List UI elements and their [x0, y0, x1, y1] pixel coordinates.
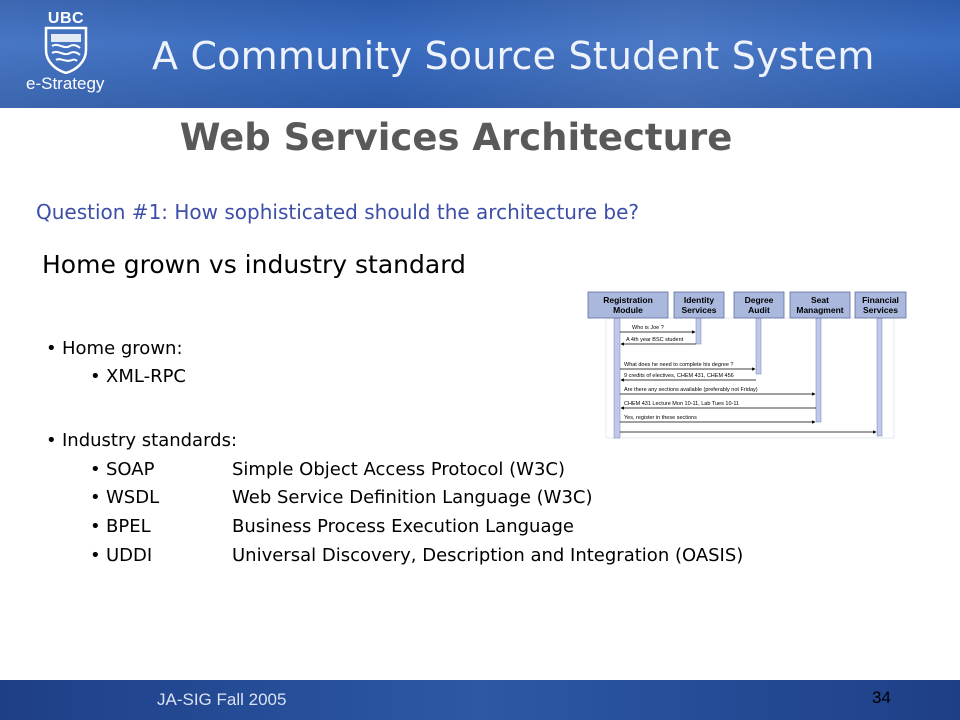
standard-desc: Universal Discovery, Description and Int…: [232, 545, 744, 566]
actor-seat: Seat Managment: [789, 291, 851, 319]
message-3: What does he need to complete his degree…: [620, 362, 756, 371]
message-label: Who is Joe ?: [632, 325, 664, 331]
actor-label: Module: [613, 305, 643, 315]
bullet-industry-standards: •Industry standards:: [46, 430, 237, 451]
bullet-label: XML-RPC: [106, 366, 186, 387]
lifeline-seat: [815, 317, 822, 423]
message-7: Yes, register in these sections: [620, 415, 816, 424]
banner-shine: [0, 0, 960, 108]
message-5: Are there any sections available (prefer…: [620, 387, 816, 396]
message-label: What does he need to complete his degree…: [624, 362, 733, 368]
ubc-logo: UBC e-Strategy: [22, 6, 112, 102]
bullet-dot: •: [90, 459, 101, 480]
lifeline-registration: [613, 317, 621, 439]
message-label: A 4th year BSC student: [626, 337, 684, 343]
standard-row-wsdl: •WSDL Web Service Definition Language (W3…: [90, 487, 593, 508]
lifeline-identity: [695, 317, 702, 345]
standard-abbr: BPEL: [106, 516, 151, 537]
shield-icon: [44, 26, 88, 74]
message-6: CHEM 431 Lecture Mon 10-11, Lab Tues 10-…: [620, 401, 816, 410]
standard-row-bpel: •BPEL Business Process Execution Language: [90, 516, 574, 537]
logo-text: UBC: [47, 10, 85, 27]
banner-title: A Community Source Student System: [152, 34, 875, 78]
actor-degree: Degree Audit: [733, 291, 785, 319]
bullet-dot: •: [90, 545, 101, 566]
actor-label: Identity: [684, 295, 714, 305]
standard-desc: Web Service Definition Language (W3C): [232, 487, 593, 508]
standard-desc: Business Process Execution Language: [232, 516, 574, 537]
bullet-dot: •: [90, 487, 101, 508]
sequence-diagram: Registration Module Identity Services De…: [587, 291, 907, 439]
message-label: CHEM 431 Lecture Mon 10-11, Lab Tues 10-…: [624, 401, 739, 407]
footer-bar: JA-SIG Fall 2005: [0, 680, 960, 720]
subheading: Home grown vs industry standard: [42, 250, 466, 279]
bullet-xml-rpc: •XML-RPC: [90, 366, 186, 387]
bullet-dot: •: [46, 430, 57, 451]
standard-row-uddi: •UDDI Universal Discovery, Description an…: [90, 545, 743, 566]
actor-label: Services: [863, 305, 898, 315]
actor-label: Degree: [745, 295, 774, 305]
standard-row-soap: •SOAP Simple Object Access Protocol (W3C): [90, 459, 565, 480]
bullet-dot: •: [90, 366, 101, 387]
header-banner: UBC e-Strategy A Community Source Studen…: [0, 0, 960, 108]
actor-identity: Identity Services: [673, 291, 725, 319]
bullet-home-grown: •Home grown:: [46, 338, 183, 359]
message-1: Who is Joe ?: [620, 325, 696, 334]
footer-event: JA-SIG Fall 2005: [157, 690, 287, 709]
actor-label: Seat: [811, 295, 829, 305]
bullet-dot: •: [46, 338, 57, 359]
message-2: A 4th year BSC student: [620, 337, 696, 346]
standard-abbr: WSDL: [106, 487, 160, 508]
actor-registration: Registration Module: [587, 291, 669, 319]
slide-title: Web Services Architecture: [179, 116, 733, 159]
page-number: 34: [872, 688, 891, 707]
actor-label: Audit: [748, 305, 770, 315]
actor-label: Services: [682, 305, 717, 315]
standard-abbr: SOAP: [106, 459, 155, 480]
standard-abbr: UDDI: [106, 545, 153, 566]
lifeline-degree: [755, 317, 762, 375]
bullet-dot: •: [90, 516, 101, 537]
message-label: 9 credits of electives, CHEM 431, CHEM 4…: [624, 373, 734, 379]
brand-name: e-Strategy: [26, 74, 105, 93]
actor-label: Registration: [603, 295, 653, 305]
standard-desc: Simple Object Access Protocol (W3C): [232, 459, 565, 480]
actor-label: Financial: [862, 295, 899, 305]
message-4: 9 credits of electives, CHEM 431, CHEM 4…: [620, 373, 756, 382]
lifeline-financial: [876, 317, 883, 437]
bullet-label: Industry standards:: [62, 430, 238, 451]
actor-financial: Financial Services: [854, 291, 907, 319]
bullet-label: Home grown:: [62, 338, 183, 359]
message-label: Are there any sections available (prefer…: [624, 387, 758, 393]
question-text: Question #1: How sophisticated should th…: [36, 200, 640, 224]
message-label: Yes, register in these sections: [624, 415, 697, 421]
actor-label: Managment: [796, 305, 843, 315]
